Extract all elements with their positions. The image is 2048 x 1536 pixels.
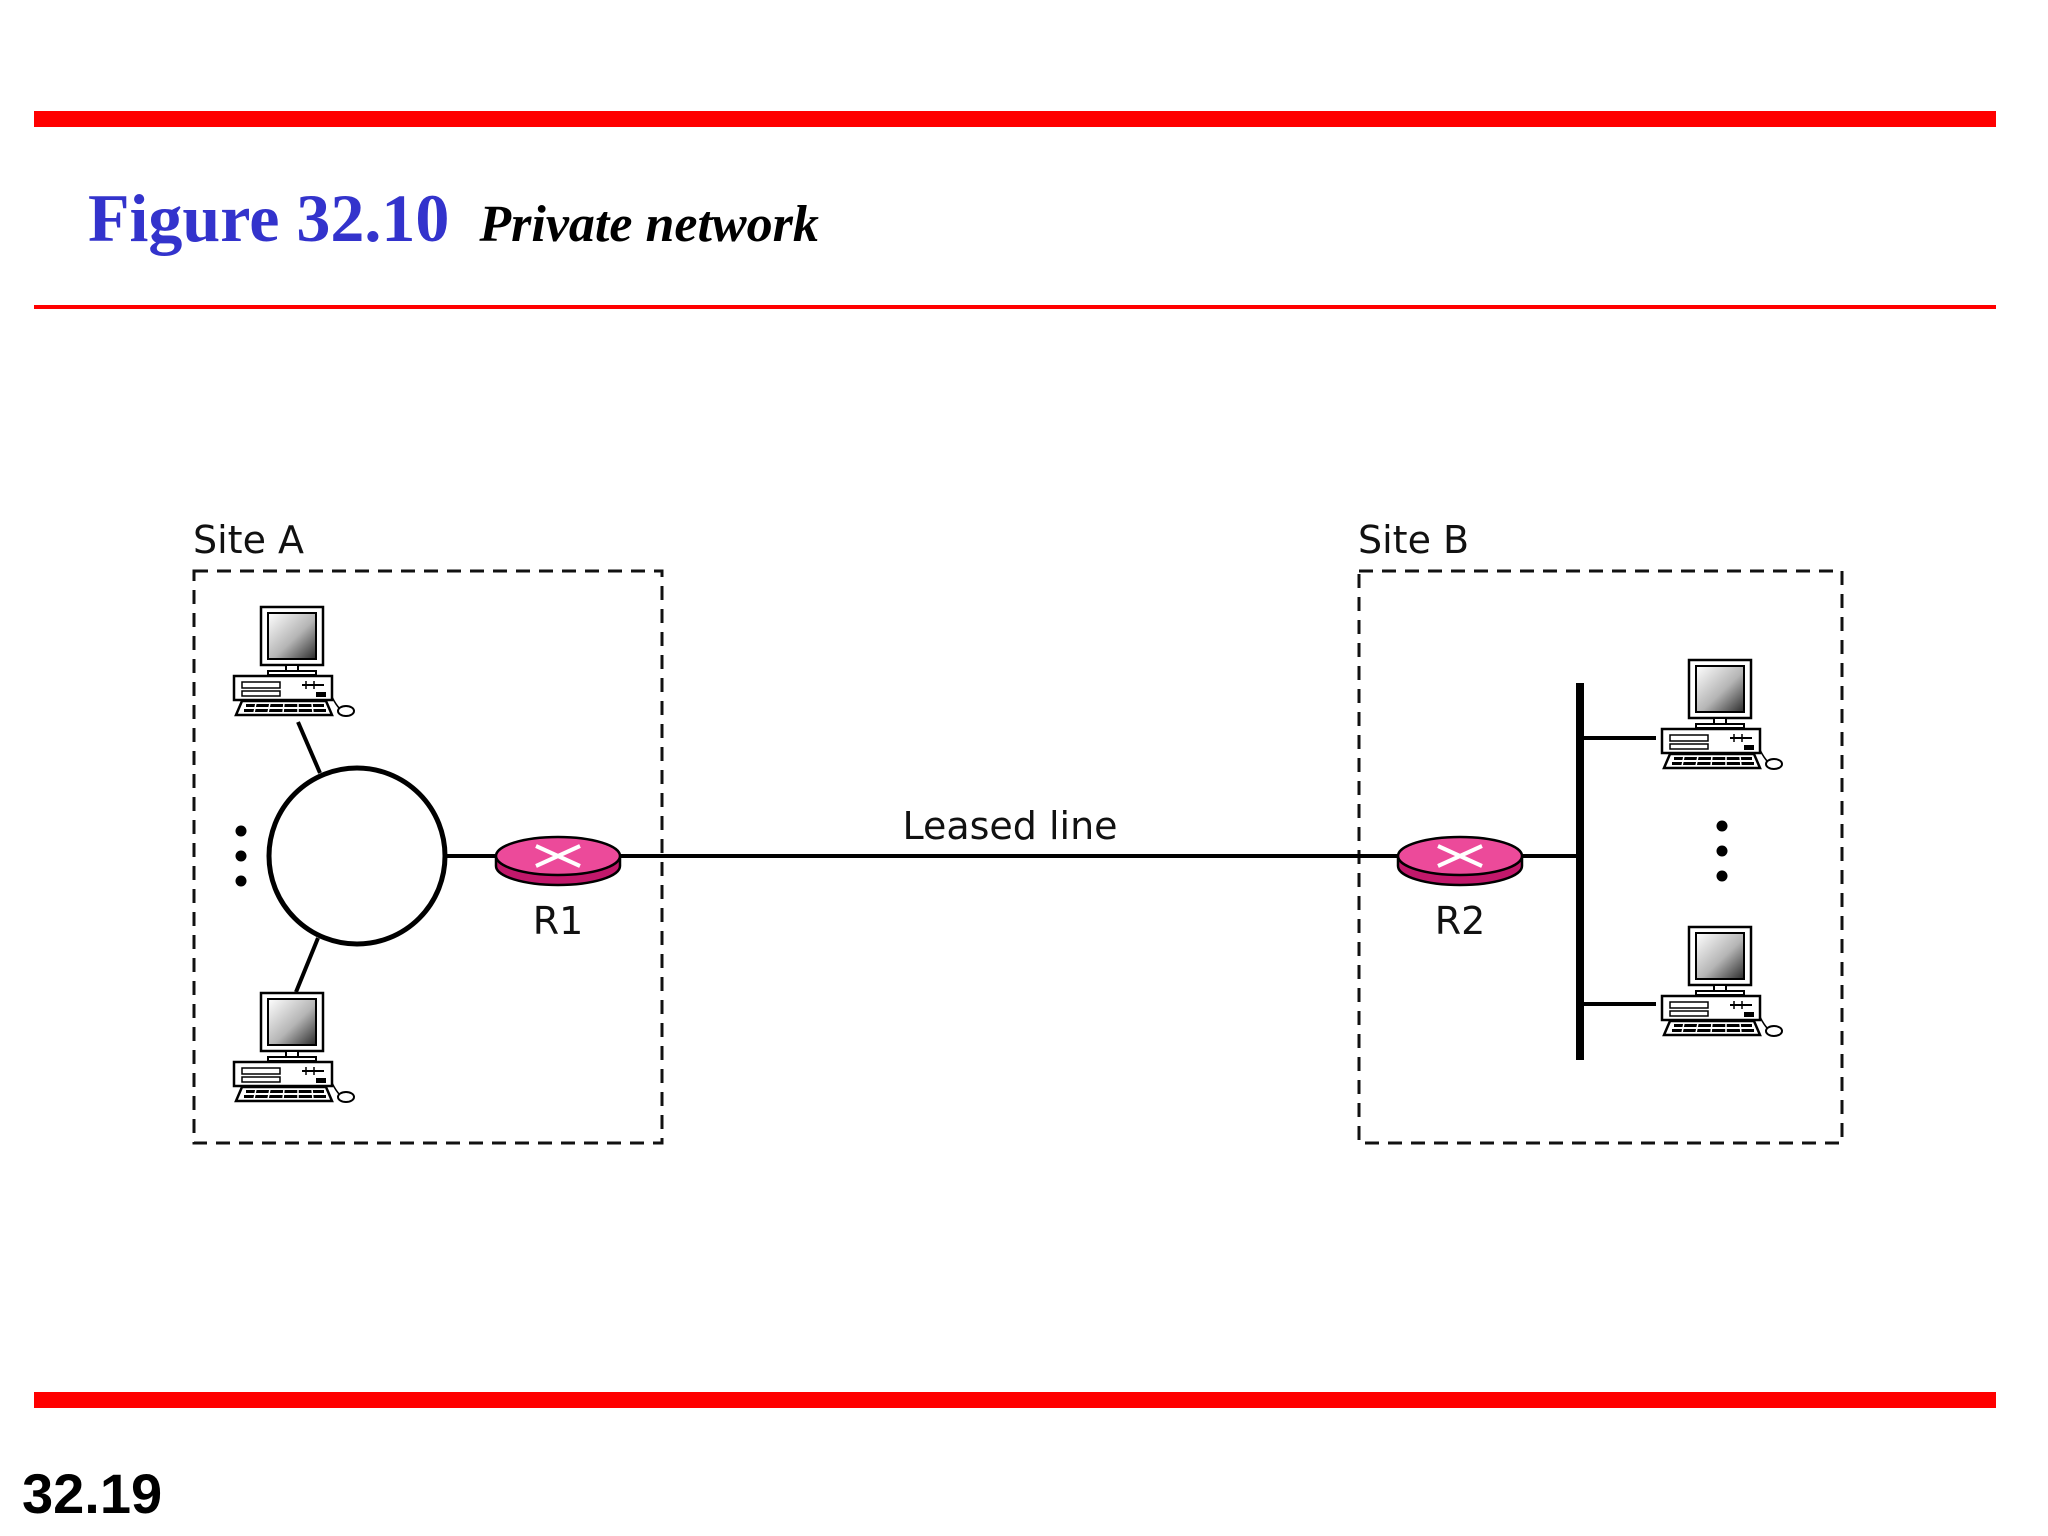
site-b-label: Site B	[1358, 518, 1469, 562]
figure-caption: Private network	[479, 196, 819, 253]
title-underline-rule	[34, 305, 1996, 309]
computer-icon	[1660, 925, 1784, 1038]
site-a-label: Site A	[193, 518, 304, 562]
bottom-red-bar	[34, 1392, 1996, 1408]
computer-icon	[1660, 658, 1784, 771]
slide-page-number: 32.19	[22, 1462, 163, 1525]
site-a-ellipsis	[235, 825, 247, 887]
ring-drop-line	[296, 721, 322, 774]
router-r1-label: R1	[533, 899, 584, 943]
router-r2-label: R2	[1435, 899, 1486, 943]
figure-label: Figure 32.10	[88, 180, 450, 256]
ring-drop-line	[294, 937, 320, 993]
top-red-bar	[34, 111, 1996, 127]
site-a-boundary	[192, 569, 664, 1145]
router-r2-icon	[1396, 835, 1524, 887]
computer-icon	[232, 991, 356, 1104]
router-r1-icon	[494, 835, 622, 887]
site-b-ellipsis	[1716, 820, 1728, 882]
leased-line-label: Leased line	[902, 804, 1117, 848]
ring-network	[266, 765, 448, 947]
computer-icon	[232, 605, 356, 718]
